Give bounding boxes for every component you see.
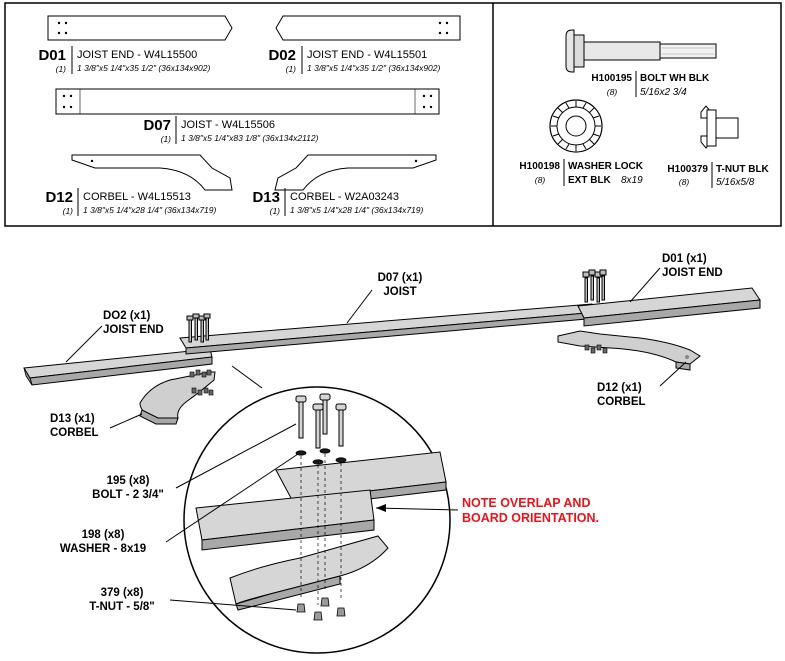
joist-d07-shape (179, 303, 599, 349)
part-d01-label: D01 JOIST END - W4L15500 (1) 1 3/8"x5 1/… (38, 46, 211, 74)
part-d02-drawing (275, 15, 461, 41)
note-line1: NOTE OVERLAP AND (462, 496, 591, 510)
corbel-d13-shape (139, 371, 216, 419)
callout-line1: D13 (x1) (50, 413, 95, 425)
part-d12-label: D12 CORBEL - W4L15513 (1) 1 3/8"x5 1/4"x… (45, 188, 217, 216)
part-title: JOIST END - W4L15500 (77, 49, 197, 61)
callout-line1: D01 (x1) (662, 253, 707, 265)
hw-code: H100195 (591, 73, 632, 84)
parts-frame (4, 2, 782, 227)
callout-d12: D12 (x1) CORBEL (597, 361, 687, 408)
callout-line2: BOLT - 2 3/4" (92, 489, 164, 501)
part-qty: (1) (63, 206, 74, 216)
hw-code: H100379 (667, 164, 708, 175)
part-d07-drawing (55, 88, 440, 115)
part-dims: 1 3/8"x5 1/4"x35 1/2" (36x134x902) (77, 63, 211, 73)
part-d13-label: D13 CORBEL - W2A03243 (1) 1 3/8"x5 1/4"x… (252, 188, 424, 216)
callout-d01: D01 (x1) JOIST END (629, 253, 723, 303)
part-d01-drawing (47, 15, 233, 41)
part-qty: (1) (161, 134, 172, 144)
callout-line2: JOIST END (662, 267, 723, 279)
callout-line1: 379 (x8) (101, 587, 144, 599)
part-d13-drawing (274, 154, 437, 191)
callout-line2: CORBEL (597, 396, 646, 408)
part-title: JOIST - W4L15506 (181, 119, 275, 131)
hw-size: 5/16x2 3/4 (640, 87, 687, 98)
hw-name: WASHER LOCK (568, 161, 644, 172)
joist-assembly (23, 269, 761, 425)
callout-tnut: 379 (x8) T-NUT - 5/8" (89, 587, 297, 613)
detail-view (183, 386, 451, 654)
t-nut-icon (700, 105, 739, 149)
callout-line2: CORBEL (50, 427, 99, 439)
callout-d02: DO2 (x1) JOIST END (65, 310, 164, 363)
part-code: D07 (143, 117, 171, 134)
washer-icon (549, 99, 603, 153)
hw-name: T-NUT BLK (716, 164, 770, 175)
hw-code: H100198 (519, 161, 560, 172)
callout-line2: WASHER - 8x19 (60, 543, 146, 555)
part-d02-label: D02 JOIST END - W4L15501 (1) 1 3/8"x5 1/… (268, 46, 441, 74)
part-code: D02 (268, 47, 296, 64)
callout-line1: DO2 (x1) (103, 310, 150, 322)
part-dims: 1 3/8"x5 1/4"x83 1/8" (36x134x2112) (181, 133, 319, 143)
corbel-d12-shape (557, 330, 701, 365)
callout-d07: D07 (x1) JOIST (346, 272, 423, 324)
note-line2: BOARD ORIENTATION. (462, 511, 599, 525)
hw-name2: EXT BLK (568, 175, 612, 186)
callout-line2: T-NUT - 5/8" (89, 601, 155, 613)
callout-line2: JOIST (383, 286, 416, 298)
hw-name: BOLT WH BLK (640, 73, 710, 84)
part-title: CORBEL - W4L15513 (83, 191, 191, 203)
part-dims: 1 3/8"x5 1/4"x35 1/2" (36x134x902) (307, 63, 441, 73)
part-dims: 1 3/8"x5 1/4"x28 1/4" (36x134x719) (83, 205, 217, 215)
bolt-label: H100195 BOLT WH BLK (8) 5/16x2 3/4 (591, 71, 710, 98)
callout-bolt: 195 (x8) BOLT - 2 3/4" (92, 423, 297, 501)
part-title: JOIST END - W4L15501 (307, 49, 427, 61)
part-qty: (1) (286, 64, 297, 74)
hw-qty: (8) (607, 87, 618, 97)
bolt-icon (565, 29, 717, 73)
part-qty: (1) (56, 64, 67, 74)
part-code: D01 (38, 47, 66, 64)
hw-qty: (8) (679, 177, 690, 187)
hw-size: 5/16x5/8 (716, 177, 755, 188)
callout-line2: JOIST END (103, 324, 164, 336)
part-title: CORBEL - W2A03243 (290, 191, 399, 203)
hw-qty: (8) (535, 175, 546, 185)
callout-line1: D07 (x1) (378, 272, 423, 284)
part-d07-label: D07 JOIST - W4L15506 (1) 1 3/8"x5 1/4"x8… (143, 116, 319, 144)
part-dims: 1 3/8"x5 1/4"x28 1/4" (36x134x719) (290, 205, 424, 215)
washer-label: H100198 WASHER LOCK EXT BLK (8) 8x19 (519, 159, 644, 186)
part-code: D12 (45, 189, 73, 206)
hw-size: 8x19 (621, 175, 643, 186)
callout-line1: D12 (x1) (597, 382, 642, 394)
callout-d13: D13 (x1) CORBEL (50, 413, 143, 439)
callout-line1: 198 (x8) (82, 529, 125, 541)
part-d12-drawing (71, 154, 233, 191)
part-qty: (1) (270, 206, 281, 216)
callout-line1: 195 (x8) (107, 475, 150, 487)
t-nut-label: H100379 T-NUT BLK (8) 5/16x5/8 (667, 162, 770, 188)
callout-washer: 198 (x8) WASHER - 8x19 (60, 453, 299, 555)
overlap-note: NOTE OVERLAP AND BOARD ORIENTATION. (375, 496, 599, 525)
part-code: D13 (252, 189, 280, 206)
